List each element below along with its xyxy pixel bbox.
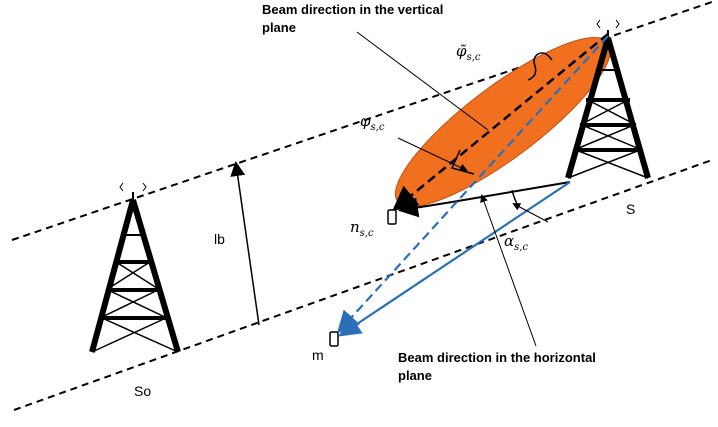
horizontal-beam-label-line2: plane — [398, 368, 432, 383]
tower-so-icon — [89, 182, 181, 353]
phi-label: φs,c — [360, 112, 385, 133]
tower-so-label: So — [134, 383, 151, 399]
phi-angle-arc — [450, 149, 475, 175]
blue-solid-arrow — [338, 181, 571, 337]
blue-dashed-arrow — [337, 35, 609, 334]
lower-boundary-line — [13, 159, 713, 411]
tower-s-label: S — [626, 201, 635, 217]
distance-label: lb — [214, 231, 225, 247]
user-m-label: m — [312, 347, 324, 363]
vertical-beam-direction — [392, 33, 609, 212]
horizontal-beam-label-line1: Beam direction in the horizontal — [398, 350, 596, 365]
vertical-beam-label-line1: Beam direction in the vertical — [262, 2, 443, 17]
vertical-beam-label-line2: plane — [262, 20, 296, 35]
horizontal-leader-line — [480, 194, 537, 347]
vertical-leader-line — [356, 31, 489, 131]
alpha-angle-arc — [511, 189, 519, 207]
phi-tilde-brace — [527, 52, 553, 81]
phi-tilde-label: φ̃s,c — [456, 42, 481, 63]
tower-s-icon — [565, 19, 651, 179]
horizontal-baseline — [451, 181, 571, 203]
user-n-device-icon — [387, 209, 397, 225]
n-user-label: ns,c — [350, 218, 374, 239]
user-m-device-icon — [329, 331, 339, 347]
distance-arrow — [230, 161, 260, 326]
phi-leader-line — [397, 137, 468, 172]
alpha-leader-line — [512, 203, 549, 223]
alpha-label: αs,c — [504, 232, 528, 253]
